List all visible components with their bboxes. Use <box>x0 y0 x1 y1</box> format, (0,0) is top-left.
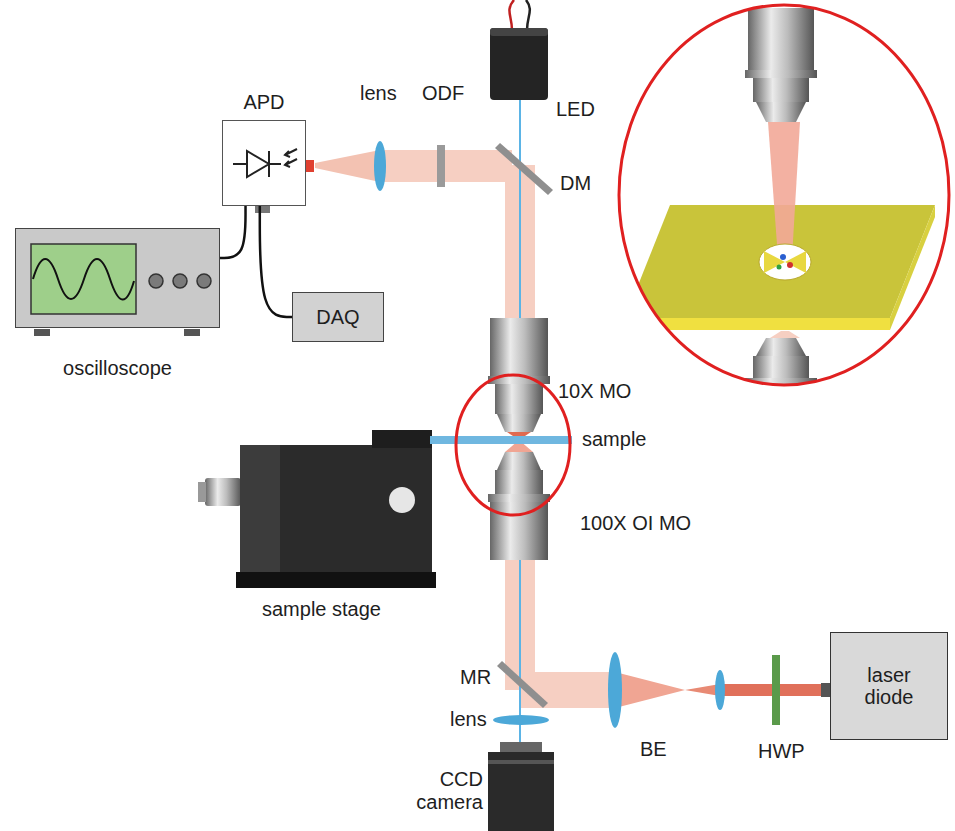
sine-trace <box>33 259 134 300</box>
micrometer-knob <box>198 482 206 502</box>
detector-box: APD <box>222 120 306 206</box>
dichroic-mirror <box>495 143 553 195</box>
part-label: 100X OI MO <box>580 512 691 535</box>
camera-stripe <box>488 760 554 764</box>
scope-front <box>16 229 221 329</box>
stage-body <box>240 445 432 575</box>
bowtie-antenna <box>764 251 785 273</box>
daq-box: DAQ <box>292 292 384 342</box>
laser-box: laser diode <box>830 632 948 740</box>
box-text: laser diode <box>847 664 931 708</box>
objective-body <box>753 78 809 102</box>
optical-density-filter <box>437 145 445 187</box>
inset-ellipse <box>619 5 949 385</box>
objective-tip <box>756 338 806 356</box>
part-label: lens <box>360 82 397 105</box>
objective-ring <box>488 494 550 502</box>
objective-body <box>753 356 809 378</box>
scope-screen <box>31 244 136 314</box>
scope-foot <box>184 329 200 336</box>
lens-symbol <box>374 141 386 191</box>
diode-lead <box>269 163 281 165</box>
detection-beam <box>315 150 380 182</box>
signal-cable <box>260 206 292 317</box>
scope-knob <box>149 274 163 288</box>
inset-ground <box>619 5 949 385</box>
gold-film-edge <box>890 205 935 330</box>
bowtie-antenna <box>785 251 806 273</box>
highlight-ellipse <box>456 375 570 515</box>
objective-tip <box>497 414 541 432</box>
focusing-beam <box>685 684 720 696</box>
signal-cable <box>220 206 246 258</box>
mirror <box>497 661 548 708</box>
inset-illustration <box>625 8 935 386</box>
stage-base <box>236 572 436 588</box>
excitation-cone <box>768 122 800 258</box>
led-wire <box>509 0 514 30</box>
light-arrowhead <box>285 151 290 157</box>
part-label: CCD camera <box>405 768 483 814</box>
sample-slide <box>430 436 572 444</box>
lens-symbol <box>715 670 725 710</box>
detection-beam <box>380 150 512 182</box>
expanding-beam <box>615 672 685 708</box>
part-label: DM <box>560 172 591 195</box>
box-heading: APD <box>203 91 325 113</box>
objective-body <box>495 384 543 414</box>
box-heading: oscilloscope <box>0 357 239 379</box>
part-label: sample stage <box>262 598 381 621</box>
objective-ring <box>745 70 817 78</box>
oscilloscope-box: oscilloscope <box>15 228 220 328</box>
apd-window <box>305 160 314 172</box>
scope-knob <box>197 274 211 288</box>
led-wire <box>526 0 530 30</box>
diode-triangle <box>247 151 269 177</box>
camera-mount <box>500 742 542 752</box>
particle <box>780 254 786 260</box>
part-label: MR <box>460 666 491 689</box>
part-label: 10X MO <box>558 380 631 403</box>
lens-symbol <box>493 715 549 725</box>
objective-body <box>490 318 548 376</box>
stage-side <box>240 445 280 575</box>
stage-arm <box>372 430 432 448</box>
part-label: ODF <box>422 82 464 105</box>
box-text: DAQ <box>316 306 359 328</box>
particle <box>787 262 793 268</box>
led-body <box>490 28 548 100</box>
led-cap <box>490 28 548 36</box>
lens-symbol <box>608 652 622 728</box>
objective-body <box>490 502 548 560</box>
excitation-beam <box>520 672 615 708</box>
part-label: LED <box>556 98 595 121</box>
light-arrowhead <box>285 161 290 167</box>
laser-beam <box>720 684 822 696</box>
part-label: lens <box>450 708 487 731</box>
ccd-camera <box>488 752 554 831</box>
objective-body <box>748 8 814 70</box>
part-label: sample <box>582 428 646 451</box>
aperture <box>759 244 811 280</box>
micrometer-knob <box>205 478 241 506</box>
stage-dial <box>389 487 415 513</box>
particle <box>777 265 782 270</box>
objective-body <box>495 470 543 494</box>
scope-knob <box>173 274 187 288</box>
collection-cone <box>770 331 800 338</box>
objective-tip <box>497 452 541 470</box>
objective-tip <box>756 102 806 122</box>
diode-lead <box>233 163 247 165</box>
apd-connector <box>255 205 270 213</box>
scope-foot <box>34 329 50 336</box>
part-label: HWP <box>758 740 805 763</box>
photodiode-symbol <box>223 121 307 207</box>
half-wave-plate <box>772 655 780 725</box>
part-label: BE <box>640 738 667 761</box>
